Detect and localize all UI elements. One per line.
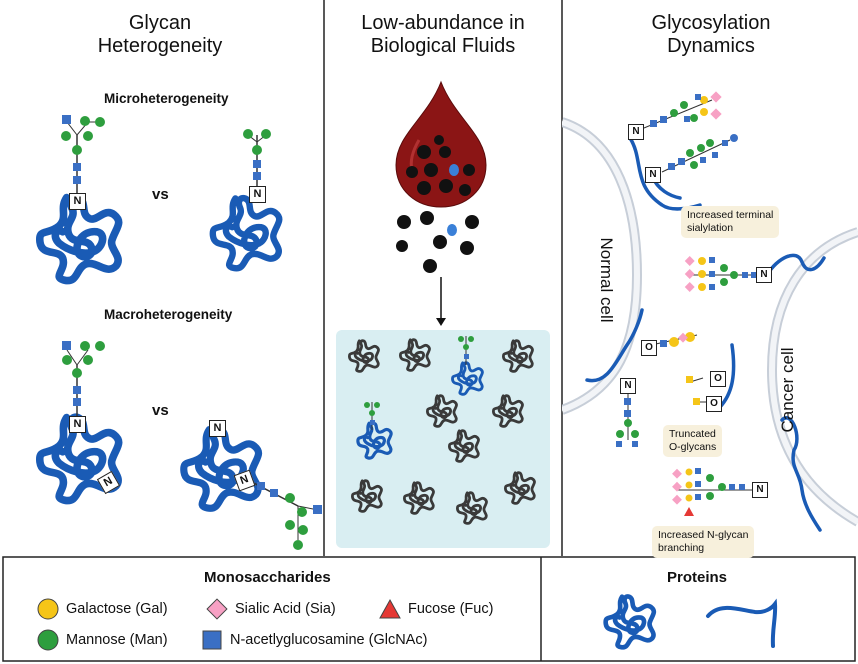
tag-line: sialylation [687, 222, 734, 234]
tag-line: Truncated [669, 428, 716, 440]
tag-line: branching [658, 542, 705, 554]
tag-truncated: Truncated O-glycans [663, 425, 723, 457]
n-site-box: N [209, 420, 226, 437]
legend-galactose: Galactose (Gal) [36, 597, 168, 621]
n-site-box: N [756, 267, 772, 283]
vs-label: vs [152, 186, 169, 203]
legend-label: Fucose (Fuc) [408, 601, 494, 617]
cancer-cell-label: Cancer cell [778, 347, 797, 433]
tag-line: Increased N-glycan [658, 529, 749, 541]
vs-label: vs [152, 402, 169, 419]
title-line: Glycosylation [651, 12, 771, 34]
legend-mannose: Mannose (Man) [36, 628, 168, 652]
legend-label: Mannose (Man) [66, 632, 168, 648]
n-site-box: N [249, 186, 266, 203]
panel-title-heterogeneity: Glycan Heterogeneity [40, 12, 280, 58]
title-line: Low-abundance in [361, 12, 525, 34]
title-line: Glycan [128, 12, 192, 34]
heterogeneity-illustration [0, 115, 322, 550]
o-site-box: O [641, 340, 657, 356]
n-site-box: N [645, 167, 661, 183]
tag-branching: Increased N-glycan branching [652, 526, 755, 558]
fluids-illustration [336, 80, 550, 548]
fluid-box [336, 330, 550, 548]
sialic-acid-icon [206, 598, 228, 620]
legend-monosaccharides-title: Monosaccharides [204, 569, 331, 586]
legend-label: Sialic Acid (Sia) [235, 601, 336, 617]
drop-particles [406, 135, 475, 196]
glcnac-icon [202, 630, 222, 650]
legend-proteins-icons [590, 588, 778, 658]
n-site-box: N [69, 193, 86, 210]
o-site-box: O [706, 396, 722, 412]
panel-title-dynamics: Glycosylation Dynamics [568, 12, 854, 58]
protein-glob [213, 198, 279, 268]
released-particles [396, 211, 479, 273]
n-site-box: N [752, 482, 768, 498]
glycan-tree [62, 341, 105, 417]
fucose-icon [379, 598, 401, 619]
legend-label: Galactose (Gal) [66, 601, 168, 617]
legend-sialic: Sialic Acid (Sia) [205, 597, 336, 621]
normal-cell-label: Normal cell [597, 237, 616, 323]
protein-glob [184, 429, 259, 508]
o-site-box: O [710, 371, 726, 387]
n-site-box: N [628, 124, 644, 140]
dynamics-illustration [562, 91, 858, 532]
panel-title-fluids: Low-abundance in Biological Fluids [330, 12, 556, 58]
glycan-tree [247, 479, 322, 550]
tag-line: O-glycans [669, 441, 717, 453]
legend-proteins-title: Proteins [667, 569, 728, 586]
legend-label: N-acetlyglucosamine (GlcNAc) [230, 632, 428, 648]
globular-protein-icon [606, 596, 654, 647]
macro-label: Macroheterogeneity [104, 307, 233, 322]
linear-protein-icon [706, 598, 778, 648]
title-line: Dynamics [667, 35, 755, 57]
n-site-box: N [69, 416, 86, 433]
title-line: Biological Fluids [370, 35, 516, 57]
mannose-icon [37, 629, 59, 651]
legend-glcnac: N-acetlyglucosamine (GlcNAc) [200, 628, 427, 652]
title-line: Heterogeneity [97, 35, 223, 57]
glycan-tree [61, 115, 105, 195]
tag-sialylation: Increased terminal sialylation [681, 206, 780, 238]
n-site-box: N [620, 378, 636, 394]
tag-line: Increased terminal [687, 209, 774, 221]
galactose-icon [37, 598, 59, 620]
legend-fucose: Fucose (Fuc) [378, 597, 493, 621]
micro-label: Microheterogeneity [104, 91, 229, 106]
glycan-tree [243, 129, 271, 190]
